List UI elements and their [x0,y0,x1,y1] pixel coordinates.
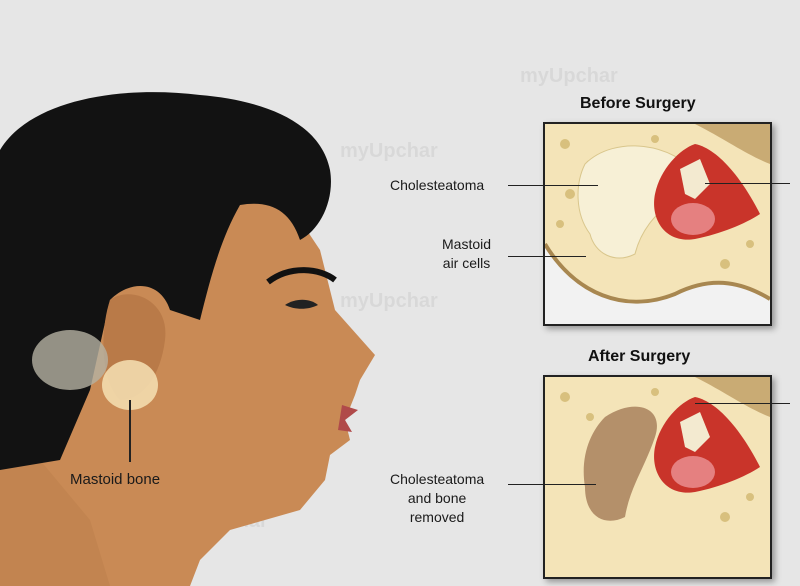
watermark: myUpchar [520,65,618,87]
cholesteatoma-label: Cholesteatoma [390,177,485,193]
head-illustration [0,92,375,586]
cholesteatoma-pointer-line [508,185,598,186]
mastoid-bone-highlight [102,360,158,410]
removed-line2: and bone [407,490,467,506]
eye [285,299,318,309]
removed-line1: Cholesteatoma [390,471,485,487]
cholesteatoma-removed-label: Cholesteatoma and bone removed [390,470,484,527]
mastoid-shadow [32,330,108,390]
after-surgery-title: After Surgery [588,348,691,365]
lips [338,405,358,432]
mastoid-label-line2: air cells [442,255,491,271]
mastoid-air-cells-label: Mastoid air cells [442,235,491,273]
eyebrow [266,267,337,285]
mastoid-bone-label: Mastoid bone [70,471,161,488]
removed-area [583,406,657,521]
mastoid-label-line1: Mastoid [442,236,492,252]
removed-line3: removed [409,509,465,525]
before-surgery-panel [543,122,772,326]
after-surgery-panel [543,375,772,579]
before-surgery-title: Before Surgery [580,95,696,112]
watermark: myUpchar [340,290,438,312]
mastoid-pointer-line [129,400,131,462]
right-pointer-line-2 [695,403,790,404]
watermark: myUpchar [340,140,438,162]
right-pointer-line-1 [705,183,790,184]
mastoid-air-cells-pointer-line [508,256,586,257]
removed-pointer-line [508,484,596,485]
